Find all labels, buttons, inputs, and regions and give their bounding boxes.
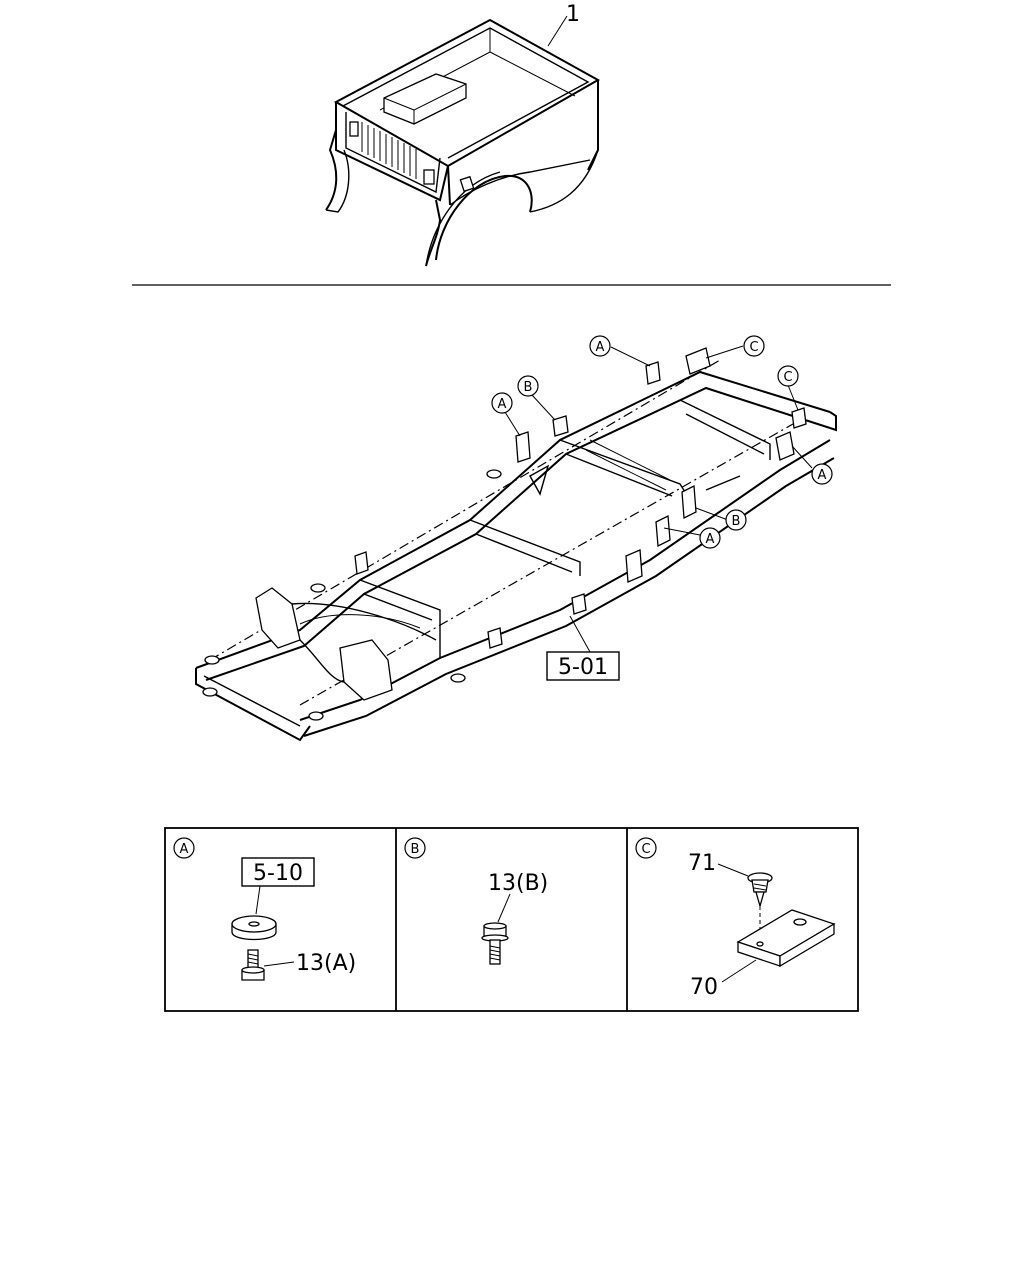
svg-text:A: A [596, 340, 605, 355]
bolt-b-icon [481, 922, 509, 965]
frame-circle-label-b1: B [517, 375, 539, 397]
svg-text:A: A [498, 397, 507, 412]
callout-1-label: 1 [566, 2, 580, 27]
bolt-a-icon [241, 949, 265, 981]
plate-icon [736, 909, 836, 968]
frame-circle-label-c2: C [777, 365, 799, 387]
frame-circle-label-a3: A [811, 463, 833, 485]
frame-circle-label-a2: A [491, 392, 513, 414]
svg-text:A: A [180, 842, 189, 857]
bolt-a-label: 13(A) [296, 951, 356, 976]
svg-text:C: C [641, 842, 650, 857]
detail-a-panel: A 5-10 13(A) [173, 837, 356, 981]
detail-b-circle: B [404, 837, 426, 859]
frame-reference-box[interactable]: 5-01 [546, 651, 620, 681]
svg-text:C: C [749, 340, 758, 355]
detail-a-circle: A [173, 837, 195, 859]
frame-circle-label-c1: C [743, 335, 765, 357]
frame-circle-label-b2: B [725, 509, 747, 531]
detail-a-reference-label: 5-10 [253, 861, 303, 886]
svg-text:A: A [706, 532, 715, 547]
screw-icon [747, 872, 773, 909]
svg-text:B: B [411, 842, 420, 857]
frame-reference-label: 5-01 [558, 655, 608, 680]
truck-bed-illustration: 1 [325, 2, 601, 267]
bolt-b-label: 13(B) [488, 871, 548, 896]
detail-table [164, 827, 859, 1012]
svg-text:B: B [524, 380, 533, 395]
detail-b-panel: B 13(B) [404, 837, 548, 965]
plate-label: 70 [690, 975, 718, 1000]
detail-a-reference-box[interactable]: 5-10 [241, 857, 315, 887]
detail-c-panel: C 71 70 [635, 837, 836, 1000]
screw-label: 71 [688, 851, 716, 876]
washer-icon [231, 915, 277, 941]
frame-circle-label-a4: A [699, 527, 721, 549]
svg-text:C: C [783, 370, 792, 385]
svg-text:B: B [732, 514, 741, 529]
frame-circle-label-a1: A [589, 335, 611, 357]
detail-c-circle: C [635, 837, 657, 859]
svg-text:A: A [818, 468, 827, 483]
frame-chassis-illustration [195, 345, 837, 742]
